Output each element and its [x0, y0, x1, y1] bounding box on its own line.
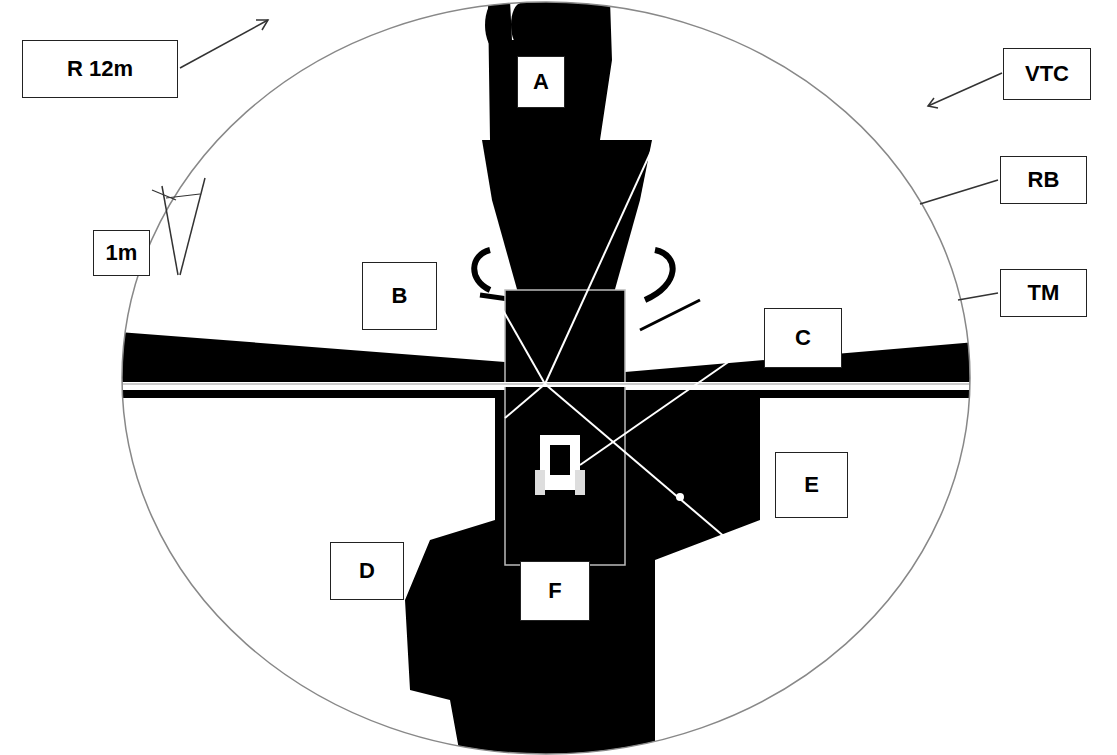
callout-label: C	[795, 326, 811, 350]
callout-label: RB	[1028, 168, 1060, 192]
callout-label: VTC	[1025, 62, 1069, 86]
callout-label: 1m	[106, 241, 138, 265]
callout-box: 1m	[93, 230, 150, 276]
callout-label: F	[548, 579, 561, 603]
callout-box: C	[764, 308, 842, 368]
callout-label: TM	[1028, 281, 1060, 305]
callout-box: TM	[1000, 269, 1087, 317]
callout-box: VTC	[1003, 48, 1091, 100]
callout-label: B	[392, 284, 408, 308]
callout-box: E	[775, 452, 848, 518]
machine-shapes	[120, 0, 980, 755]
callout-box: B	[362, 262, 437, 330]
callout-label: D	[359, 559, 375, 583]
callout-box: R 12m	[22, 40, 178, 98]
callout-label: A	[533, 70, 549, 94]
callout-label: E	[804, 473, 819, 497]
callout-box: RB	[1000, 156, 1087, 204]
callout-box: A	[517, 56, 565, 108]
callout-box: D	[330, 542, 404, 600]
callout-box: F	[520, 561, 590, 621]
callout-label: R 12m	[67, 57, 133, 81]
